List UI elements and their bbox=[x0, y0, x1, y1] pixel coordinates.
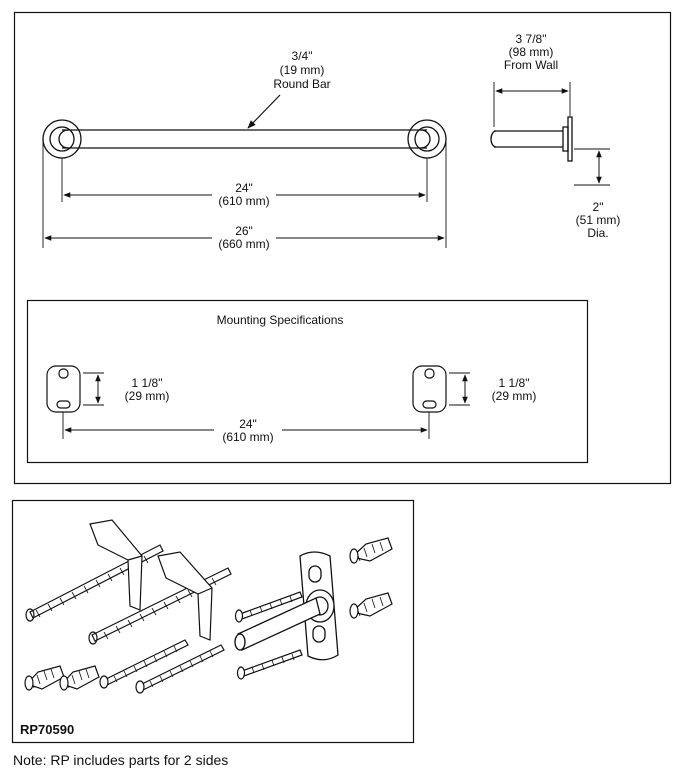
parts-frame bbox=[11, 499, 415, 744]
right-hole-spacing-metric: (29 mm) bbox=[492, 389, 537, 403]
right-hole-spacing-imperial: 1 1/8" bbox=[499, 376, 530, 390]
flange-imperial: 2" bbox=[593, 200, 604, 214]
wall-anchor-icon bbox=[349, 592, 393, 619]
flange-metric: (51 mm) bbox=[576, 213, 621, 227]
toggle-bolt-icon bbox=[25, 519, 164, 622]
mounting-specs-frame bbox=[26, 299, 589, 464]
inner-length-imperial: 24" bbox=[235, 181, 253, 195]
mounting-specs-title: Mounting Specifications bbox=[217, 313, 344, 327]
left-mounting-plate bbox=[46, 365, 104, 439]
right-mounting-plate bbox=[412, 365, 470, 439]
parts-note: Note: RP includes parts for 2 sides bbox=[13, 752, 229, 768]
wall-anchor-icon bbox=[24, 665, 65, 691]
center-distance-imperial: 24" bbox=[239, 417, 257, 431]
projection-metric: (98 mm) bbox=[509, 45, 554, 59]
flange-label: Dia. bbox=[587, 226, 608, 240]
screw-icon bbox=[234, 591, 303, 623]
center-distance-metric: (610 mm) bbox=[222, 430, 273, 444]
bar-diameter-leader bbox=[247, 94, 281, 129]
projection-imperial: 3 7/8" bbox=[516, 32, 547, 46]
projection-label: From Wall bbox=[504, 58, 558, 72]
wall-anchor-icon bbox=[349, 537, 393, 564]
bar-diameter-size: 3/4" bbox=[292, 49, 313, 63]
screw-icon bbox=[135, 644, 225, 694]
outer-length-metric: (660 mm) bbox=[218, 237, 269, 251]
screw-icon bbox=[99, 639, 189, 689]
bar-diameter-metric: (19 mm) bbox=[280, 63, 325, 77]
left-hole-spacing-imperial: 1 1/8" bbox=[132, 376, 163, 390]
inner-length-metric: (610 mm) bbox=[218, 194, 269, 208]
dimension-frame bbox=[13, 11, 672, 485]
screw-icon bbox=[236, 649, 303, 680]
towel-bar-side-view bbox=[490, 82, 610, 186]
towel-bar-front-view bbox=[42, 119, 447, 248]
mounting-post-icon bbox=[234, 551, 339, 661]
toggle-bolt-icon bbox=[88, 551, 232, 645]
part-number: RP70590 bbox=[20, 722, 74, 737]
wall-anchor-icon bbox=[59, 665, 100, 691]
bar-diameter-label: Round Bar bbox=[273, 77, 330, 91]
left-hole-spacing-metric: (29 mm) bbox=[125, 389, 170, 403]
outer-length-imperial: 26" bbox=[235, 224, 253, 238]
